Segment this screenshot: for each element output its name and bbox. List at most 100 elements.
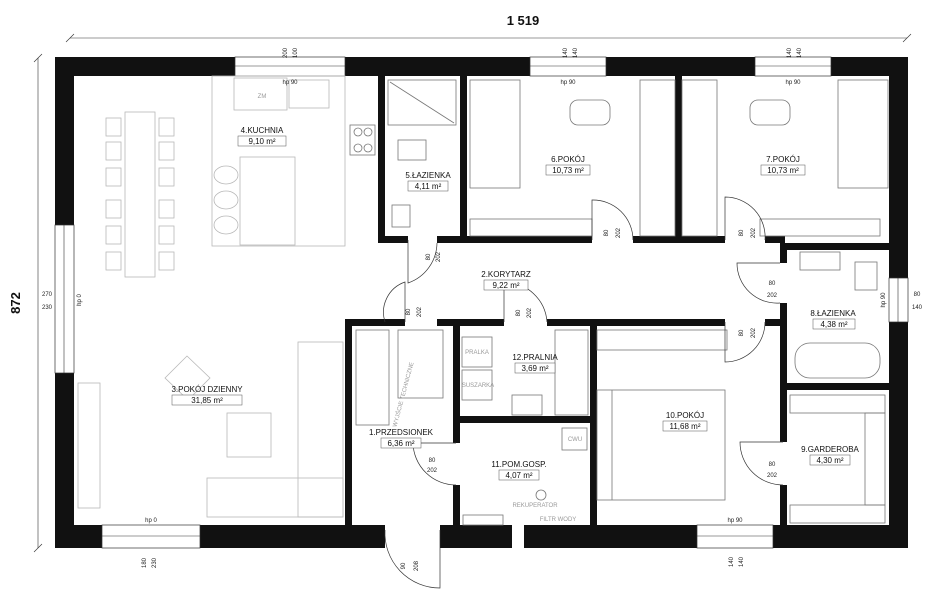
- svg-text:202: 202: [751, 227, 757, 238]
- room-label-przedsionek: 1.PRZEDSIONEK 6,36 m²: [369, 428, 434, 449]
- door-dimensions: 80 202 80 202 80 202 80 202 80 202 80 20…: [401, 227, 778, 571]
- zm-label: ZM: [258, 94, 267, 100]
- svg-text:1.PRZEDSIONEK: 1.PRZEDSIONEK: [369, 428, 434, 437]
- room-label-pokoj-10: 10.POKÓJ 11,68 m²: [662, 411, 708, 432]
- svg-text:6.POKÓJ: 6.POKÓJ: [551, 155, 585, 164]
- svg-text:80: 80: [739, 329, 745, 336]
- svg-text:5.ŁAZIENKA: 5.ŁAZIENKA: [405, 171, 451, 180]
- svg-text:4,38 m²: 4,38 m²: [820, 320, 847, 329]
- window-dimensions: 200 100 hp 90 140 140 hp 90 140 140 hp 9…: [42, 47, 923, 568]
- svg-text:202: 202: [436, 251, 442, 262]
- bathroom-5-fixtures: [387, 79, 457, 228]
- suszarka-label: SUSZARKA: [462, 383, 494, 389]
- svg-text:10,73 m²: 10,73 m²: [767, 166, 799, 175]
- svg-text:140: 140: [739, 556, 745, 567]
- svg-text:80: 80: [769, 462, 776, 468]
- svg-text:80: 80: [769, 281, 776, 287]
- svg-text:202: 202: [751, 327, 757, 338]
- svg-text:4,11 m²: 4,11 m²: [415, 182, 442, 191]
- svg-text:202: 202: [616, 227, 622, 238]
- pralka-label: PRALKA: [465, 350, 489, 356]
- room-label-garderoba: 9.GARDEROBA 4,30 m²: [801, 445, 860, 466]
- svg-text:3,69 m²: 3,69 m²: [521, 364, 548, 373]
- svg-text:140: 140: [797, 47, 803, 58]
- svg-text:80: 80: [429, 458, 436, 464]
- svg-text:4,30 m²: 4,30 m²: [816, 456, 843, 465]
- room-label-pokoj-7: 7.POKÓJ 10,73 m²: [760, 155, 806, 176]
- svg-text:hp 90: hp 90: [881, 292, 887, 308]
- svg-text:6,36 m²: 6,36 m²: [387, 439, 414, 448]
- svg-text:80: 80: [604, 229, 610, 236]
- room-label-korytarz: 2.KORYTARZ 9,22 m²: [481, 270, 531, 291]
- svg-text:hp 90: hp 90: [727, 518, 743, 524]
- svg-text:140: 140: [573, 47, 579, 58]
- wardrobe-9-fixtures: [789, 394, 886, 524]
- svg-text:202: 202: [427, 468, 438, 474]
- overall-depth-dimension: 872: [8, 53, 43, 553]
- svg-text:80: 80: [406, 308, 412, 315]
- bedroom-7-furniture: [681, 79, 889, 237]
- svg-text:hp 90: hp 90: [560, 80, 576, 86]
- room-label-pralnia: 12.PRALNIA 3,69 m²: [512, 353, 558, 374]
- interior-walls: [345, 76, 889, 525]
- svg-text:270: 270: [42, 292, 53, 298]
- svg-text:202: 202: [417, 306, 423, 317]
- svg-text:9.GARDEROBA: 9.GARDEROBA: [801, 445, 859, 454]
- vestibule-fixtures: WYJŚCIE TECHNICZNE: [355, 329, 444, 428]
- svg-text:80: 80: [914, 292, 921, 298]
- bedroom-10-furniture: [596, 329, 728, 501]
- svg-text:230: 230: [152, 557, 158, 568]
- room-label-lazienka-8: 8.ŁAZIENKA 4,38 m²: [810, 309, 856, 330]
- svg-text:hp 0: hp 0: [145, 518, 157, 524]
- laundry-fixtures: PRALKA SUSZARKA: [461, 329, 589, 416]
- svg-text:100: 100: [293, 47, 299, 58]
- wyjscie-label: WYJŚCIE TECHNICZNE: [391, 361, 416, 428]
- svg-text:hp 0: hp 0: [77, 294, 83, 306]
- svg-text:8.ŁAZIENKA: 8.ŁAZIENKA: [810, 309, 856, 318]
- svg-text:hp 90: hp 90: [282, 80, 298, 86]
- svg-text:80: 80: [426, 253, 432, 260]
- svg-text:11.POM.GOSP.: 11.POM.GOSP.: [491, 460, 546, 469]
- svg-text:230: 230: [42, 305, 53, 311]
- svg-text:208: 208: [414, 560, 420, 571]
- room-label-pom-gosp: 11.POM.GOSP. 4,07 m²: [491, 460, 547, 481]
- svg-text:2.KORYTARZ: 2.KORYTARZ: [481, 270, 531, 279]
- svg-text:200: 200: [283, 47, 289, 58]
- svg-text:140: 140: [787, 47, 793, 58]
- kitchen-furniture: ZM: [211, 75, 376, 247]
- svg-text:80: 80: [739, 229, 745, 236]
- svg-text:4.KUCHNIA: 4.KUCHNIA: [241, 126, 284, 135]
- overall-width-dimension: 1 519: [65, 13, 912, 43]
- svg-text:180: 180: [142, 557, 148, 568]
- svg-text:9,10 m²: 9,10 m²: [248, 137, 275, 146]
- svg-text:80: 80: [516, 309, 522, 316]
- svg-text:202: 202: [767, 293, 778, 299]
- svg-text:12.PRALNIA: 12.PRALNIA: [512, 353, 558, 362]
- overall-depth-label: 872: [8, 292, 23, 314]
- windows: [54, 56, 909, 549]
- utility-fixtures: CWU REKUPERATOR FILTR WODY: [462, 427, 588, 526]
- cwu-label: CWU: [568, 437, 582, 443]
- svg-text:31,85 m²: 31,85 m²: [191, 396, 223, 405]
- svg-text:202: 202: [767, 473, 778, 479]
- svg-text:140: 140: [563, 47, 569, 58]
- svg-text:140: 140: [912, 305, 923, 311]
- room-label-kuchnia: 4.KUCHNIA 9,10 m²: [237, 126, 287, 147]
- living-room-furniture: [77, 111, 344, 518]
- room-label-pokoj-6: 6.POKÓJ 10,73 m²: [545, 155, 591, 176]
- svg-text:11,68 m²: 11,68 m²: [670, 422, 701, 431]
- filtr-wody-label: FILTR WODY: [540, 517, 577, 523]
- svg-text:4,07 m²: 4,07 m²: [505, 471, 532, 480]
- svg-text:hp 90: hp 90: [785, 80, 801, 86]
- bathroom-8-fixtures: [794, 251, 881, 379]
- svg-text:9,22 m²: 9,22 m²: [492, 281, 519, 290]
- doors: [383, 196, 784, 589]
- rekuperator-label: REKUPERATOR: [512, 503, 558, 509]
- room-label-pokoj-dzienny: 3.POKÓJ DZIENNY 31,85 m²: [171, 385, 243, 406]
- svg-text:140: 140: [729, 556, 735, 567]
- exterior-walls: [55, 57, 908, 548]
- svg-text:202: 202: [527, 307, 533, 318]
- svg-text:90: 90: [401, 562, 407, 569]
- room-label-lazienka-5: 5.ŁAZIENKA 4,11 m²: [405, 171, 451, 192]
